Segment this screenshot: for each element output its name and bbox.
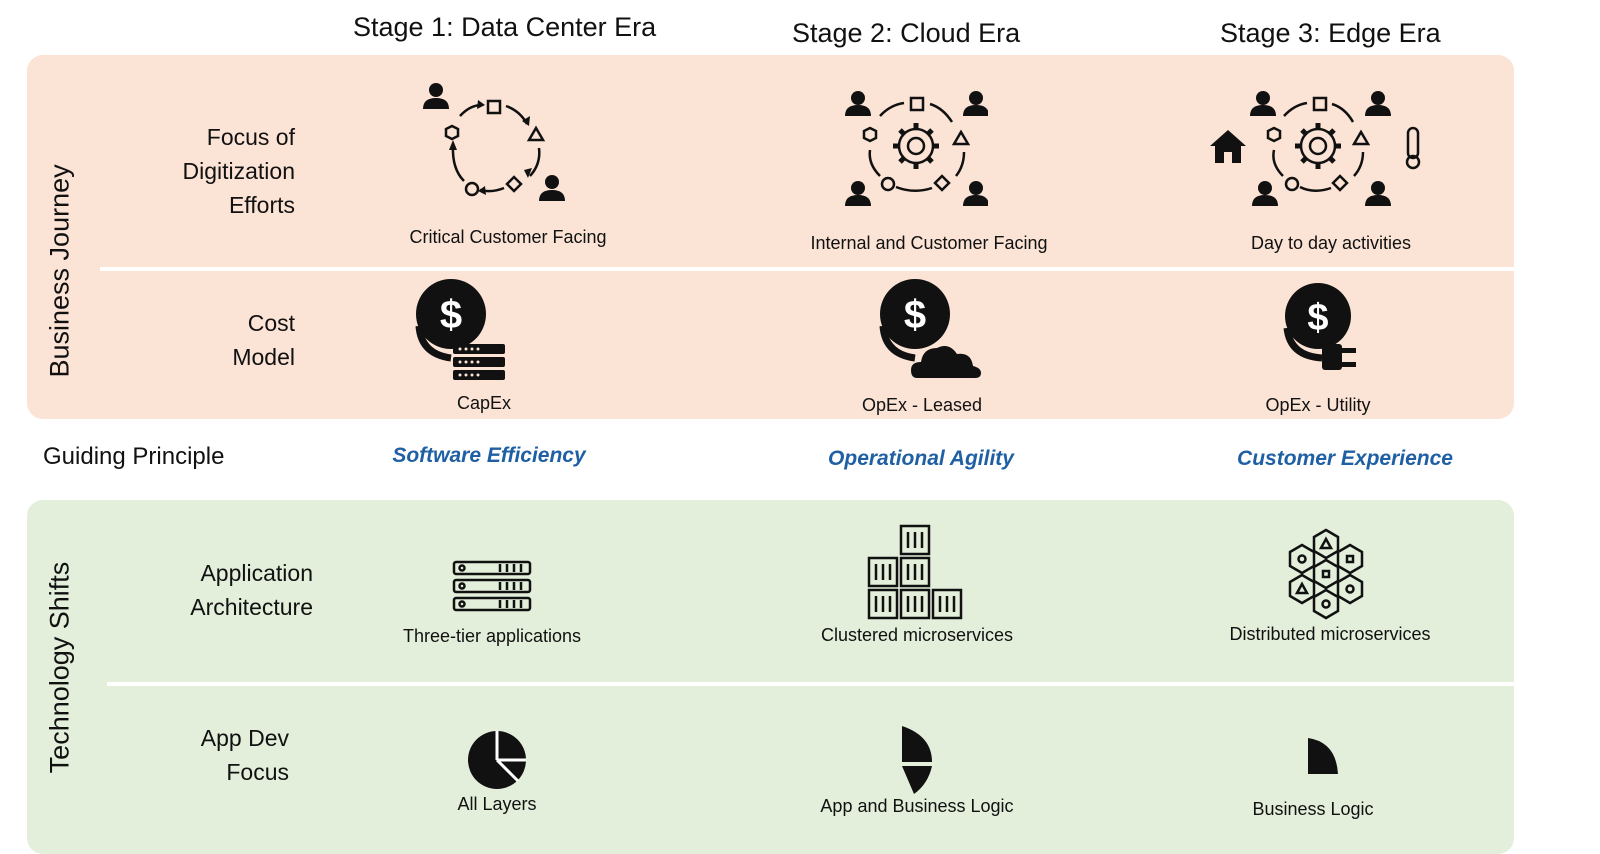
- architecture-caption-stage-1: Three-tier applications: [402, 626, 582, 646]
- pie-all-layers-icon: [468, 731, 526, 789]
- stage-1-title: Stage 1: Data Center Era: [353, 12, 657, 42]
- svg-text:$: $: [904, 293, 926, 337]
- clustered-containers-icon: [867, 524, 963, 620]
- cycle-with-two-users-icon: [423, 83, 565, 201]
- focus-label-line: Digitization: [182, 158, 296, 184]
- focus-caption-stage-3: Day to day activities: [1250, 233, 1412, 253]
- architecture-row-label: Application Architecture: [100, 556, 313, 624]
- three-tier-server-icon: [452, 560, 532, 612]
- svg-text:$: $: [440, 293, 462, 337]
- appdev-label-line: App Dev: [200, 725, 289, 751]
- stage-3-title: Stage 3: Edge Era: [1220, 18, 1441, 48]
- focus-label-line: Efforts: [228, 192, 295, 218]
- architecture-label-line: Application: [200, 560, 313, 586]
- focus-row-label: Focus of Digitization Efforts: [100, 120, 296, 222]
- principle-stage-1: Software Efficiency: [392, 444, 586, 467]
- architecture-caption-stage-2: Clustered microservices: [820, 625, 1014, 645]
- guiding-principle-label: Guiding Principle: [43, 443, 225, 470]
- svg-text:$: $: [1307, 297, 1328, 339]
- technology-shifts-band: [27, 500, 1514, 854]
- focus-caption-stage-2: Internal and Customer Facing: [810, 233, 1048, 253]
- focus-caption-stage-1: Critical Customer Facing: [409, 227, 607, 247]
- cost-label-line: Model: [232, 344, 295, 370]
- appdev-caption-stage-3: Business Logic: [1252, 799, 1374, 819]
- technology-shifts-label: Technology Shifts: [44, 561, 75, 774]
- dollar-coin-cloud-icon: $: [879, 279, 981, 378]
- cost-caption-stage-1: CapEx: [456, 393, 512, 413]
- architecture-caption-stage-3: Distributed microservices: [1229, 624, 1431, 644]
- appdev-caption-stage-2: App and Business Logic: [820, 796, 1014, 816]
- pie-partial-icon: [902, 726, 932, 794]
- business-row-divider: [100, 267, 1514, 271]
- dollar-coin-server-icon: $: [415, 279, 505, 380]
- tech-row-divider: [107, 682, 1514, 686]
- dollar-coin-plug-icon: $: [1283, 283, 1356, 370]
- cost-caption-stage-2: OpEx - Leased: [861, 395, 983, 415]
- pie-slice-icon: [1308, 738, 1338, 774]
- cycle-gear-four-users-icon: [845, 91, 988, 206]
- appdev-caption-stage-1: All Layers: [457, 794, 537, 814]
- hexagon-microservices-icon: [1288, 528, 1364, 620]
- appdev-label-line: Focus: [226, 759, 289, 785]
- cycle-gear-users-house-thermometer-icon: [1210, 91, 1421, 206]
- stage-2-title: Stage 2: Cloud Era: [792, 18, 1021, 48]
- principle-stage-2: Operational Agility: [828, 447, 1014, 470]
- cost-caption-stage-3: OpEx - Utility: [1265, 395, 1371, 415]
- focus-label-line: Focus of: [206, 124, 295, 150]
- principle-stage-3: Customer Experience: [1237, 447, 1453, 470]
- business-journey-label: Business Journey: [44, 164, 75, 378]
- architecture-label-line: Architecture: [190, 594, 313, 620]
- appdev-row-label: App Dev Focus: [100, 721, 289, 789]
- cost-row-label: Cost Model: [100, 306, 295, 374]
- cost-label-line: Cost: [247, 310, 295, 336]
